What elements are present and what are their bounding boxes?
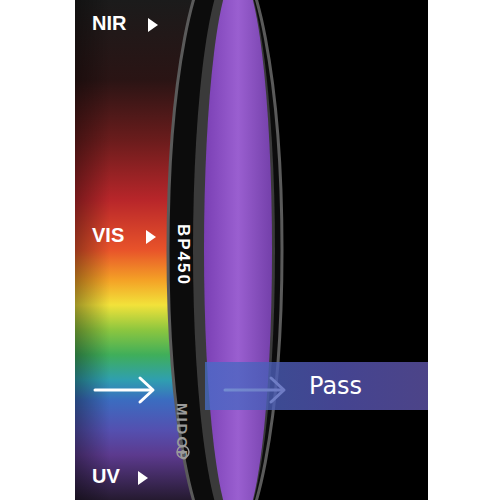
marker-triangle xyxy=(146,230,156,244)
filter-inner-edge xyxy=(193,0,275,500)
filter-name: BP450 xyxy=(173,224,193,286)
marker-triangle xyxy=(138,471,148,485)
pass-band: Pass xyxy=(205,362,428,410)
band-label: UV xyxy=(92,465,120,488)
filter-ring xyxy=(168,0,282,500)
pass-label: Pass xyxy=(309,372,362,400)
brand-mark: MIDOP xyxy=(174,402,191,461)
incoming-arrow xyxy=(95,378,153,402)
filter-glass xyxy=(204,0,272,500)
band-label: VIS xyxy=(92,224,124,247)
band-label: NIR xyxy=(92,12,126,35)
marker-triangle xyxy=(148,18,158,32)
